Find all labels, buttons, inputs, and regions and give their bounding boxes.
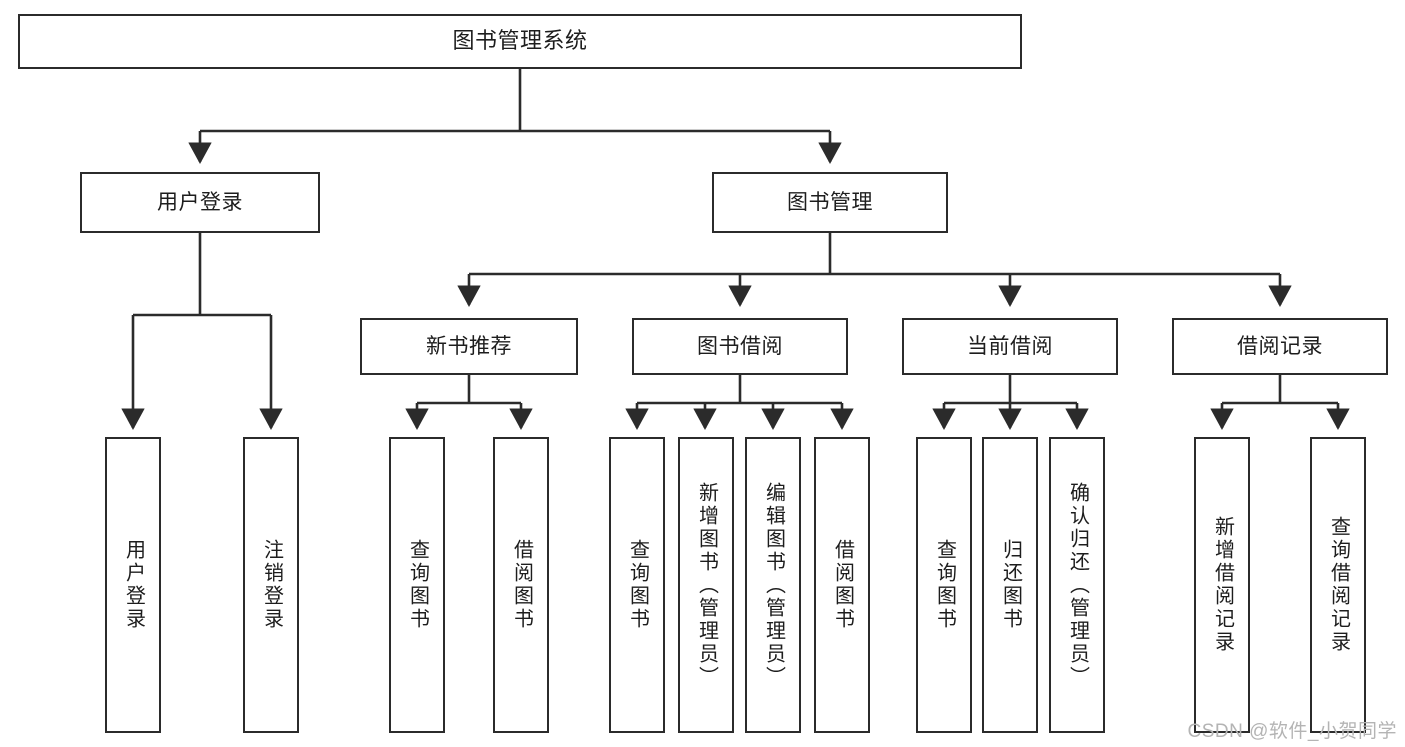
node-label: 查询图书 — [933, 539, 956, 631]
node-root-book-management-system[interactable]: 图书管理系统 — [18, 14, 1022, 69]
node-label: 查询借阅记录 — [1327, 516, 1350, 654]
node-label: 编辑图书（管理员） — [762, 481, 785, 689]
node-leaf-edit-book[interactable]: 编辑图书（管理员） — [745, 437, 801, 733]
node-label: 借阅记录 — [1237, 334, 1323, 358]
node-label: 注销登录 — [260, 539, 283, 631]
node-label: 新增借阅记录 — [1211, 516, 1234, 654]
node-leaf-query-borrow-record[interactable]: 查询借阅记录 — [1310, 437, 1366, 733]
node-label: 新增图书（管理员） — [695, 481, 718, 689]
node-label: 用户登录 — [122, 539, 145, 631]
node-label: 图书管理系统 — [452, 28, 588, 54]
node-new-book-recommend[interactable]: 新书推荐 — [360, 318, 578, 375]
node-label: 用户登录 — [157, 190, 243, 214]
node-borrow-record[interactable]: 借阅记录 — [1172, 318, 1388, 375]
node-leaf-add-book[interactable]: 新增图书（管理员） — [678, 437, 734, 733]
node-user-login[interactable]: 用户登录 — [80, 172, 320, 233]
node-label: 确认归还（管理员） — [1066, 481, 1089, 689]
node-leaf-query-book-borrow[interactable]: 查询图书 — [609, 437, 665, 733]
node-label: 图书管理 — [787, 190, 873, 214]
node-label: 查询图书 — [406, 539, 429, 631]
csdn-watermark: CSDN @软件_小贺同学 — [1187, 721, 1397, 742]
node-label: 图书借阅 — [697, 334, 783, 358]
node-leaf-confirm-return[interactable]: 确认归还（管理员） — [1049, 437, 1105, 733]
node-leaf-query-book-recommend[interactable]: 查询图书 — [389, 437, 445, 733]
node-leaf-borrow-book-recommend[interactable]: 借阅图书 — [493, 437, 549, 733]
node-label: 查询图书 — [626, 539, 649, 631]
node-leaf-return-book[interactable]: 归还图书 — [982, 437, 1038, 733]
node-book-borrow[interactable]: 图书借阅 — [632, 318, 848, 375]
node-leaf-user-login[interactable]: 用户登录 — [105, 437, 161, 733]
node-leaf-query-book-current[interactable]: 查询图书 — [916, 437, 972, 733]
node-label: 归还图书 — [999, 539, 1022, 631]
node-book-manage[interactable]: 图书管理 — [712, 172, 948, 233]
node-leaf-borrow-book[interactable]: 借阅图书 — [814, 437, 870, 733]
node-label: 借阅图书 — [831, 539, 854, 631]
node-leaf-user-logout[interactable]: 注销登录 — [243, 437, 299, 733]
node-current-borrow[interactable]: 当前借阅 — [902, 318, 1118, 375]
node-label: 新书推荐 — [426, 334, 512, 358]
node-label: 借阅图书 — [510, 539, 533, 631]
node-leaf-add-borrow-record[interactable]: 新增借阅记录 — [1194, 437, 1250, 733]
node-label: 当前借阅 — [967, 334, 1053, 358]
